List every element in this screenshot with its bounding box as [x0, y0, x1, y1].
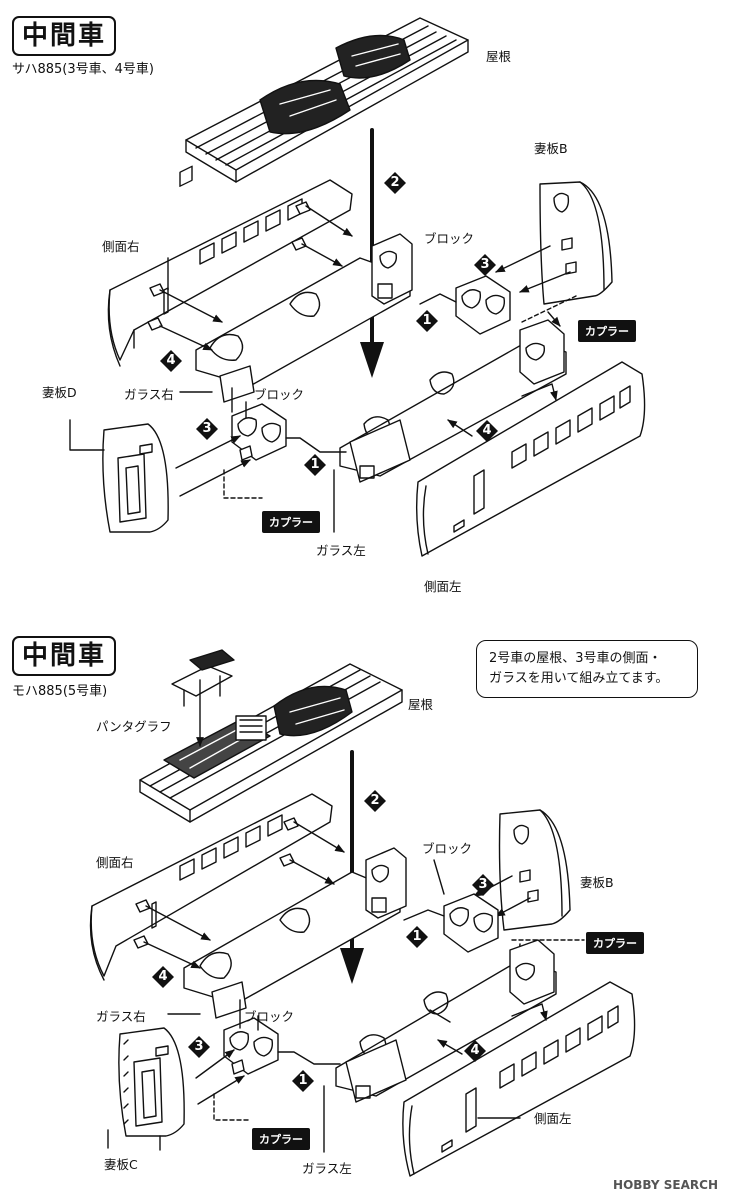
label-end-plate-b-2: 妻板B [580, 875, 614, 890]
step-2-marker: 2 [364, 790, 386, 812]
label-coupler-left-1: カプラー [262, 511, 320, 533]
side-right-part-1 [107, 165, 353, 367]
label-end-plate-d: 妻板D [42, 385, 77, 400]
chassis-lower-1 [339, 319, 567, 483]
block-right-part-2 [443, 893, 499, 953]
chassis-upper-2 [183, 847, 407, 1019]
section2-title: 中間車 [12, 636, 117, 676]
step-4-marker: 4 [160, 350, 182, 372]
end-plate-c-part [118, 1027, 185, 1137]
block-right-part-1 [455, 275, 511, 335]
step-3-marker: 3 [188, 1036, 210, 1058]
section2-subtitle: モハ885(5号車) [12, 684, 108, 699]
block-left-part-1 [231, 403, 287, 461]
block-left-part-2 [223, 1017, 279, 1075]
label-coupler-right-2: カプラー [586, 932, 644, 954]
label-roof-1: 屋根 [486, 49, 512, 64]
end-plate-b-part-2 [498, 809, 571, 931]
label-block-right-2: ブロック [422, 841, 473, 856]
end-plate-d-part-1 [69, 419, 169, 533]
chassis-lower-2 [335, 939, 557, 1103]
roof-part-2 [139, 663, 403, 823]
section1-subtitle: サハ885(3号車、4号車) [12, 62, 154, 77]
step-3-marker: 3 [472, 874, 494, 896]
step-3-marker: 3 [474, 254, 496, 276]
label-side-right-2: 側面右 [96, 855, 134, 870]
pins-side-right-1 [147, 201, 311, 331]
label-side-right-1: 側面右 [102, 239, 140, 254]
pantograph-part [171, 649, 235, 747]
section1-title: 中間車 [12, 16, 117, 56]
step-4-marker: 4 [464, 1040, 486, 1062]
step-1-marker: 1 [416, 310, 438, 332]
label-coupler-right-1: カプラー [578, 320, 636, 342]
step-2-marker: 2 [384, 172, 406, 194]
label-block-right-1: ブロック [424, 231, 475, 246]
label-side-left-2: 側面左 [534, 1111, 572, 1126]
label-block-left-1: ブロック [254, 387, 305, 402]
note-line-1: 2号車の屋根、3号車の側面・ [489, 651, 662, 666]
step-1-marker: 1 [406, 926, 428, 948]
label-side-left-1: 側面左 [424, 579, 462, 594]
side-right-part-2 [89, 793, 333, 981]
label-roof-2: 屋根 [408, 697, 434, 712]
roof-part-1 [185, 17, 469, 183]
label-block-left-2: ブロック [244, 1009, 295, 1024]
label-glass-right-1: ガラス右 [124, 387, 174, 402]
step-1-marker: 1 [304, 454, 326, 476]
step-3-marker: 3 [196, 418, 218, 440]
chassis-upper-1 [195, 233, 413, 403]
step-4-marker: 4 [476, 420, 498, 442]
assembly-note: 2号車の屋根、3号車の側面・ ガラスを用いて組み立てます。 [476, 640, 698, 698]
label-pantograph: パンタグラフ [96, 719, 172, 734]
label-glass-right-2: ガラス右 [96, 1009, 146, 1024]
label-glass-left-1: ガラス左 [316, 543, 366, 558]
note-line-2: ガラスを用いて組み立てます。 [489, 671, 669, 686]
end-plate-b-part-1 [539, 181, 613, 305]
side-left-part-2 [402, 981, 636, 1177]
label-coupler-left-2: カプラー [252, 1128, 310, 1150]
step-1-marker: 1 [292, 1070, 314, 1092]
step-4-marker: 4 [152, 966, 174, 988]
label-glass-left-2: ガラス左 [302, 1161, 352, 1176]
label-end-plate-c: 妻板C [104, 1157, 138, 1172]
label-end-plate-b-1: 妻板B [534, 141, 568, 156]
watermark: HOBBY SEARCH [613, 1178, 718, 1192]
side-left-part-1 [415, 361, 646, 557]
